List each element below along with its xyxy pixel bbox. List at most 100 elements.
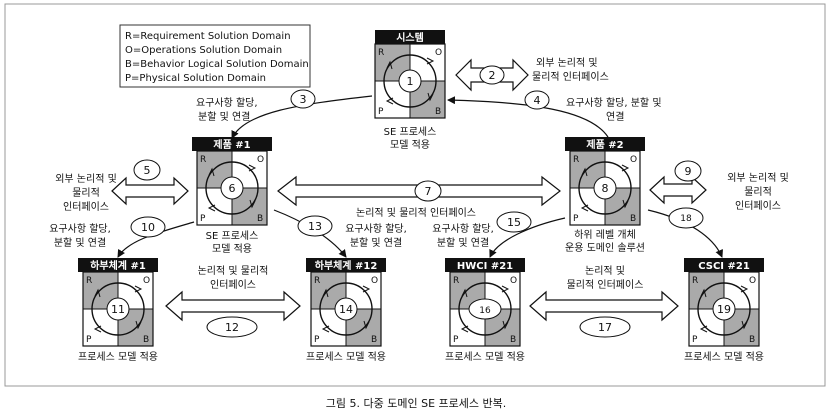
label-interface-7: 논리적 및 물리적 인터페이스: [356, 207, 476, 219]
se-process-diagram: R=Requirement Solution Domain O=Operatio…: [4, 3, 826, 387]
quad-r-label: R: [573, 155, 579, 165]
svg-text:논리적 및: 논리적 및: [585, 265, 625, 277]
double-arrow-external-p2: [649, 175, 707, 205]
step-5: 5: [133, 159, 161, 181]
legend-r: R=Requirement Solution Domain: [125, 31, 291, 42]
svg-text:연결: 연결: [606, 111, 624, 123]
node-number: 8: [602, 182, 609, 195]
svg-text:요구사항 할당,: 요구사항 할당,: [196, 97, 258, 109]
step-4: 4: [524, 90, 550, 110]
svg-text:외부 논리적 및: 외부 논리적 및: [55, 173, 117, 185]
node-caption: 운용 도메인 솔루션: [565, 242, 645, 254]
quad-r-label: R: [86, 276, 92, 286]
label-external-system: 외부 논리적 및 물리적 인터페이스: [532, 57, 609, 83]
node-caption: 모델 적용: [212, 243, 252, 255]
quad-o-label: O: [435, 48, 442, 58]
node-title: CSCI #21: [698, 261, 750, 272]
svg-text:3: 3: [300, 93, 307, 106]
node-product-1: 제품 #1 6 R O P B SE 프로세스 모델 적용: [192, 137, 272, 255]
quad-o-label: O: [371, 276, 378, 286]
quad-o-label: O: [749, 276, 756, 286]
node-caption: 모델 적용: [390, 139, 430, 151]
arrow-p2-to-csci: [647, 209, 723, 258]
quad-r-label: R: [200, 155, 206, 165]
label-alloc-right-top: 요구사항 할당, 분할 및 연결: [566, 97, 662, 123]
legend: R=Requirement Solution Domain O=Operatio…: [119, 24, 311, 88]
node-title: 하부체계 #1: [90, 259, 146, 272]
step-2: 2: [479, 65, 505, 85]
svg-text:17: 17: [598, 321, 612, 334]
node-title: 제품 #2: [586, 138, 623, 151]
arrow-p2-to-hwci: [489, 217, 566, 258]
quad-p-label: P: [378, 107, 384, 117]
svg-text:12: 12: [225, 321, 239, 334]
label-alloc-13: 요구사항 할당, 분할 및 연결: [345, 223, 407, 249]
quad-b-label: B: [257, 214, 263, 224]
node-subsystem-12: 하부체계 #12 14 R O P B 프로세스 모델 적용: [306, 258, 386, 363]
quad-r-label: R: [453, 276, 459, 286]
step-18: 18: [668, 207, 704, 229]
step-7: 7: [414, 180, 442, 202]
node-title: 제품 #1: [213, 138, 250, 151]
double-arrow-hwci-csci: [529, 290, 679, 322]
node-caption: 프로세스 모델 적용: [445, 351, 525, 363]
node-number: 16: [479, 306, 491, 316]
svg-text:외부 논리적 및: 외부 논리적 및: [727, 172, 789, 184]
svg-text:인터페이스: 인터페이스: [63, 201, 109, 213]
node-caption: 하위 레벨 개체: [574, 228, 636, 241]
quad-p-label: P: [86, 335, 92, 345]
step-10: 10: [130, 216, 166, 238]
svg-text:18: 18: [680, 214, 692, 224]
svg-text:13: 13: [308, 220, 322, 233]
quad-b-label: B: [510, 335, 516, 345]
label-interface-17: 논리적 및 물리적 인터페이스: [567, 265, 644, 291]
svg-text:7: 7: [425, 185, 432, 198]
node-caption: SE 프로세스: [206, 230, 259, 242]
node-caption: SE 프로세스: [384, 126, 437, 138]
svg-text:물리적: 물리적: [744, 186, 772, 198]
svg-text:물리적: 물리적: [72, 187, 100, 199]
quad-r-label: R: [378, 48, 384, 58]
svg-text:분할 및 연결: 분할 및 연결: [198, 111, 250, 123]
svg-text:분할 및 연결: 분할 및 연결: [437, 237, 489, 249]
svg-text:분할 및 연결: 분할 및 연결: [54, 237, 106, 249]
svg-text:외부 논리적 및: 외부 논리적 및: [536, 57, 598, 69]
quad-p-label: P: [200, 214, 206, 224]
double-arrow-sub1-sub12: [165, 290, 301, 322]
step-9: 9: [674, 160, 702, 182]
quad-b-label: B: [630, 214, 636, 224]
svg-text:요구사항 할당, 분할 및: 요구사항 할당, 분할 및: [566, 97, 662, 109]
legend-p: P=Physical Solution Domain: [125, 73, 266, 84]
svg-text:5: 5: [144, 164, 151, 177]
svg-text:10: 10: [141, 221, 155, 234]
quad-o-label: O: [630, 155, 637, 165]
quad-p-label: P: [692, 335, 698, 345]
arrow-p2-to-system: [447, 96, 609, 138]
quad-p-label: P: [453, 335, 459, 345]
node-number: 6: [229, 182, 236, 195]
label-alloc-p1-sub1: 요구사항 할당, 분할 및 연결: [49, 223, 111, 249]
label-interface-12: 논리적 및 물리적 인터페이스: [198, 265, 269, 291]
svg-text:요구사항 할당,: 요구사항 할당,: [432, 223, 494, 235]
quad-r-label: R: [692, 276, 698, 286]
quad-o-label: O: [510, 276, 517, 286]
svg-text:물리적 인터페이스: 물리적 인터페이스: [532, 71, 609, 83]
step-17: 17: [579, 316, 631, 338]
quad-b-label: B: [749, 335, 755, 345]
quad-o-label: O: [257, 155, 264, 165]
node-product-2: 제품 #2 8 R O P B 하위 레벨 개체 운용 도메인 솔루션: [565, 137, 645, 254]
svg-text:인터페이스: 인터페이스: [735, 200, 781, 212]
label-alloc-15: 요구사항 할당, 분할 및 연결: [432, 223, 494, 249]
svg-text:9: 9: [685, 165, 692, 178]
double-arrow-external-p1: [111, 176, 189, 206]
node-caption: 프로세스 모델 적용: [78, 351, 158, 363]
node-title: HWCI #21: [457, 261, 513, 272]
label-external-p2: 외부 논리적 및 물리적 인터페이스: [727, 172, 789, 212]
quad-r-label: R: [314, 276, 320, 286]
node-number: 11: [111, 303, 125, 316]
label-alloc-left-top: 요구사항 할당, 분할 및 연결: [196, 97, 258, 123]
node-hwci-21: HWCI #21 16 R O P B 프로세스 모델 적용: [445, 258, 525, 363]
svg-text:요구사항 할당,: 요구사항 할당,: [49, 223, 111, 235]
legend-o: O=Operations Solution Domain: [125, 45, 282, 56]
node-title: 시스템: [396, 32, 424, 44]
